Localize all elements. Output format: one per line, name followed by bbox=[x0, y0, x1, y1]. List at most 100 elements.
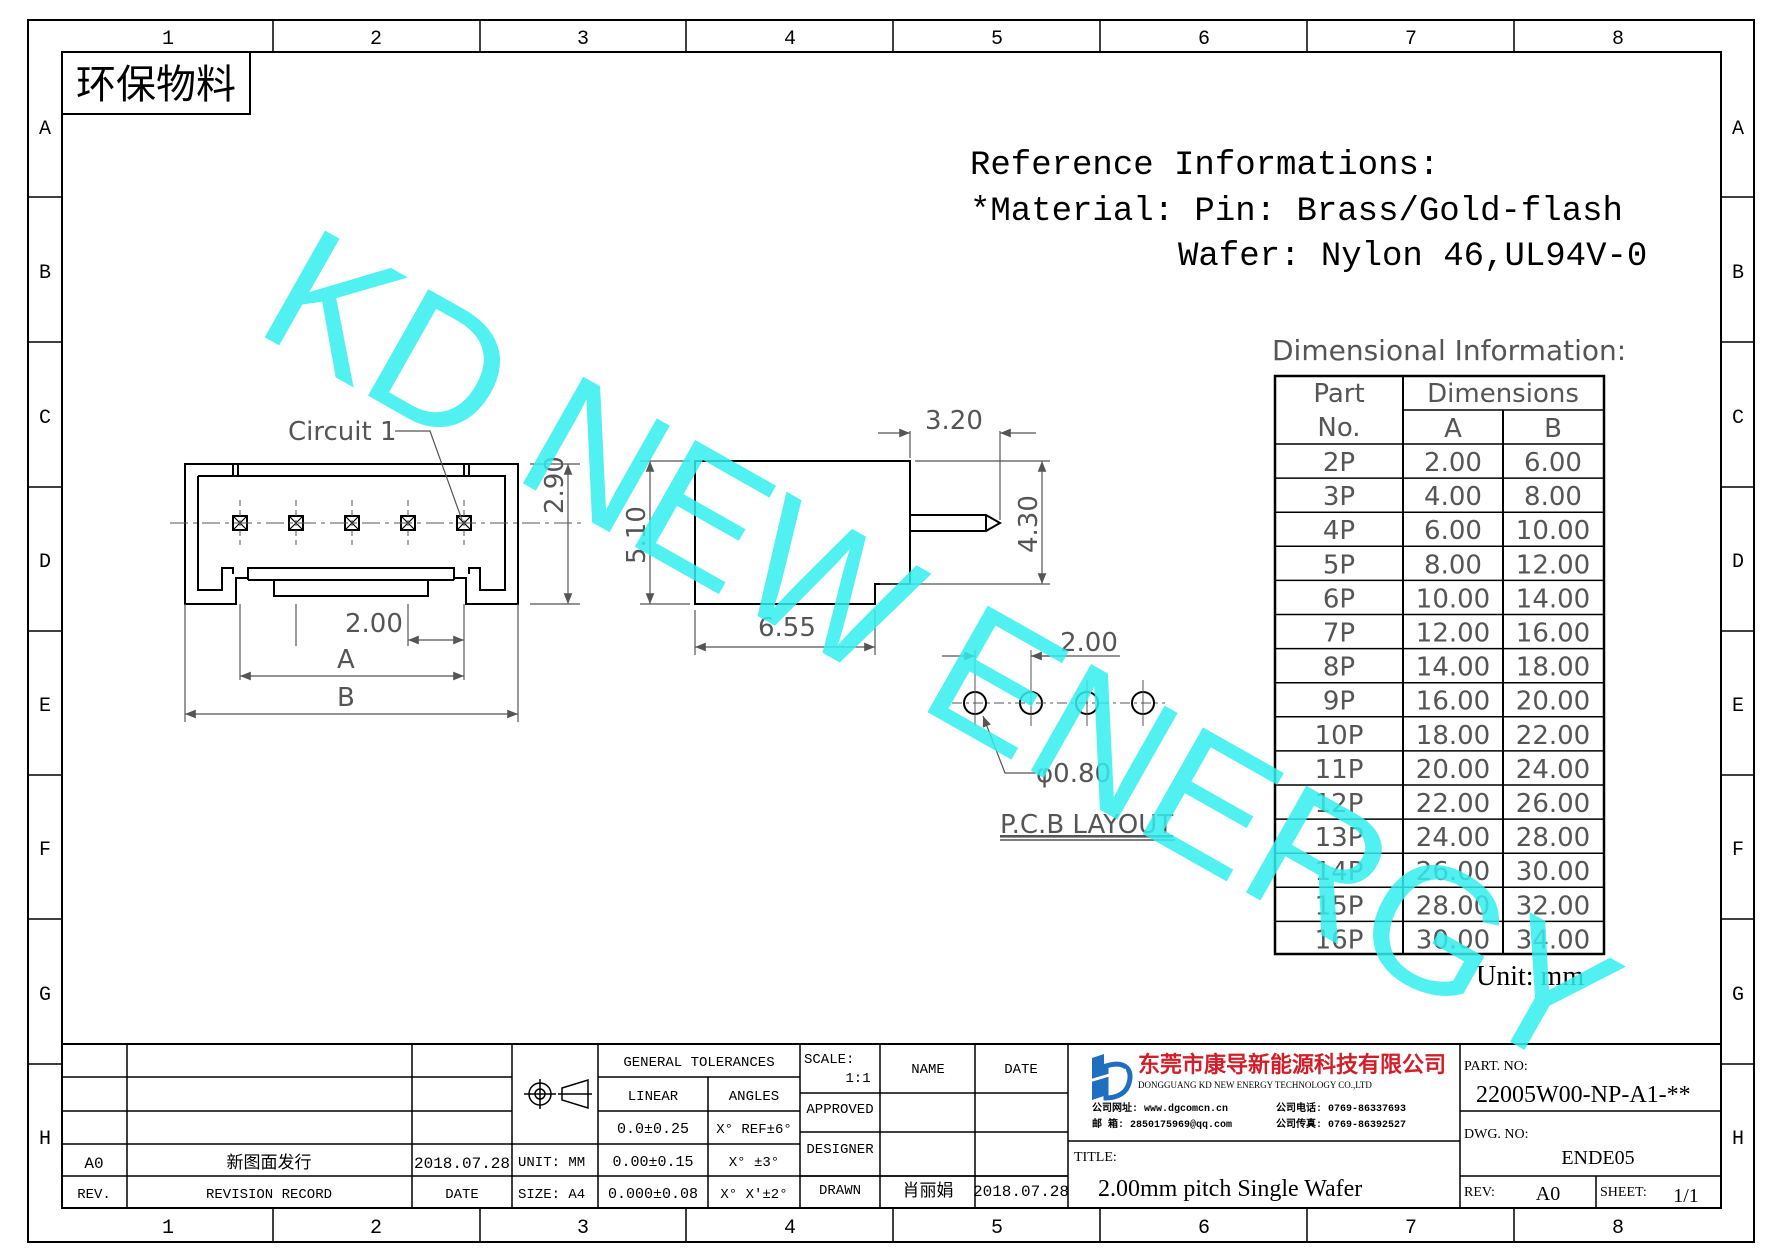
table-cell-b: 28.00 bbox=[1516, 823, 1590, 853]
table-cell-part: 13P bbox=[1315, 823, 1364, 853]
grid-row-label: F bbox=[39, 839, 51, 862]
grid-col-label: 5 bbox=[991, 1217, 1003, 1240]
front-view-bottom-lock bbox=[273, 579, 429, 597]
grid-col-label: 3 bbox=[577, 1217, 589, 1240]
side-view-dimensions bbox=[640, 428, 1050, 655]
tol-linear-3: 0.000±0.08 bbox=[608, 1186, 698, 1203]
scale-value: 1:1 bbox=[845, 1071, 870, 1087]
grid-row-label: B bbox=[39, 262, 51, 285]
scale-label: SCALE: bbox=[804, 1052, 854, 1068]
table-cell-part: 5P bbox=[1323, 550, 1355, 580]
grid-row-label: C bbox=[39, 407, 51, 430]
company-name-en: DONGGUANG KD NEW ENERGY TECHNOLOGY CO.,L… bbox=[1138, 1080, 1372, 1090]
table-cell-b: 26.00 bbox=[1516, 789, 1590, 819]
rev-block-value: A0 bbox=[1536, 1183, 1560, 1205]
revision-record-value: 新图面发行 bbox=[227, 1153, 312, 1174]
table-cell-b: 6.00 bbox=[1524, 448, 1582, 478]
table-cell-part: 9P bbox=[1323, 687, 1355, 717]
grid-col-label: 3 bbox=[577, 28, 589, 51]
revision-date-value: 2018.07.28 bbox=[414, 1155, 510, 1173]
table-cell-a: 4.00 bbox=[1424, 482, 1482, 512]
grid-col-label: 4 bbox=[784, 1217, 796, 1240]
table-cell-part: 14P bbox=[1315, 857, 1364, 887]
grid-col-label: 1 bbox=[162, 1217, 174, 1240]
dim-6-55: 6.55 bbox=[758, 613, 816, 643]
table-cell-b: 8.00 bbox=[1524, 482, 1582, 512]
table-cell-a: 18.00 bbox=[1416, 721, 1490, 751]
drawn-date: 2018.07.28 bbox=[973, 1183, 1069, 1201]
tolerance-linear: LINEAR bbox=[628, 1089, 679, 1105]
revision-date-label: DATE bbox=[445, 1187, 479, 1203]
table-cell-a: 14.00 bbox=[1416, 653, 1490, 683]
grid-row-label: A bbox=[1732, 118, 1744, 141]
grid-col-label: 6 bbox=[1198, 28, 1210, 51]
approved-label: APPROVED bbox=[806, 1102, 873, 1118]
eco-material-text: 环保物料 bbox=[76, 62, 236, 107]
table-cell-b: 22.00 bbox=[1516, 721, 1590, 751]
grid-row-label: G bbox=[39, 984, 51, 1007]
tol-angle-3: X° X'±2° bbox=[720, 1187, 787, 1203]
table-cell-b: 16.00 bbox=[1516, 619, 1590, 649]
rev-block-label: REV: bbox=[1464, 1185, 1495, 1200]
dim-table-title: Dimensional Information: bbox=[1272, 334, 1626, 367]
front-view-top-notch bbox=[232, 463, 239, 477]
table-header-no: No. bbox=[1317, 413, 1360, 443]
table-cell-a: 10.00 bbox=[1416, 584, 1490, 614]
table-cell-a: 6.00 bbox=[1424, 516, 1482, 546]
dim-2-90: 2.90 bbox=[540, 456, 570, 514]
side-view-body bbox=[694, 460, 911, 605]
table-header-a: A bbox=[1444, 414, 1462, 444]
sheet-value: 1/1 bbox=[1673, 1185, 1699, 1207]
table-cell-part: 16P bbox=[1315, 925, 1364, 955]
reference-info: Reference Informations: *Material: Pin: … bbox=[970, 147, 1647, 276]
unit-mm: UNIT: MM bbox=[518, 1155, 585, 1171]
wafer-line: Wafer: Nylon 46,UL94V-0 bbox=[1178, 238, 1647, 276]
side-view-pin bbox=[910, 514, 1003, 532]
table-cell-part: 6P bbox=[1323, 584, 1355, 614]
circuit-label: Circuit 1 bbox=[288, 417, 397, 447]
table-cell-part: 7P bbox=[1323, 619, 1355, 649]
drawn-label: DRAWN bbox=[819, 1183, 861, 1199]
table-cell-part: 12P bbox=[1315, 789, 1364, 819]
grid-col-label: 7 bbox=[1405, 1217, 1417, 1240]
table-cell-b: 18.00 bbox=[1516, 653, 1590, 683]
unit-label: Unit: mm bbox=[1476, 961, 1584, 992]
dwg-no-value: ENDE05 bbox=[1561, 1147, 1634, 1169]
grid-row-label: A bbox=[39, 118, 51, 141]
table-cell-a: 30.00 bbox=[1416, 925, 1490, 955]
grid-row-label: F bbox=[1732, 839, 1744, 862]
date-column-label: DATE bbox=[1004, 1062, 1038, 1078]
material-line: *Material: Pin: Brass/Gold-flash bbox=[970, 193, 1623, 231]
title-block bbox=[61, 1043, 1722, 1209]
front-view-top-notch bbox=[463, 463, 470, 477]
company-tel: 公司电话: 0769-86337693 bbox=[1276, 1101, 1406, 1115]
table-cell-part: 3P bbox=[1323, 482, 1355, 512]
table-cell-a: 28.00 bbox=[1416, 891, 1490, 921]
company-website: 公司网址: www.dgcomcn.cn bbox=[1092, 1101, 1228, 1115]
pcb-layout-title: P.C.B LAYOUT bbox=[1000, 810, 1173, 840]
general-tolerances: GENERAL TOLERANCES bbox=[623, 1055, 774, 1071]
table-cell-a: 24.00 bbox=[1416, 823, 1490, 853]
dim-b-label: B bbox=[337, 683, 355, 713]
table-header-dimensions: Dimensions bbox=[1427, 379, 1579, 409]
table-cell-b: 14.00 bbox=[1516, 584, 1590, 614]
table-cell-b: 20.00 bbox=[1516, 687, 1590, 717]
table-cell-a: 22.00 bbox=[1416, 789, 1490, 819]
sheet-frame: 1 2 3 4 5 6 7 8 1 2 3 4 5 6 7 8 A B C D … bbox=[27, 19, 1755, 1243]
grid-row-label: B bbox=[1732, 262, 1744, 285]
grid-row-label: H bbox=[1732, 1128, 1744, 1151]
table-cell-part: 11P bbox=[1315, 755, 1364, 785]
table-cell-b: 32.00 bbox=[1516, 891, 1590, 921]
grid-col-label: 5 bbox=[991, 28, 1003, 51]
drawn-name: 肖丽娟 bbox=[903, 1181, 954, 1202]
dim-pitch-front: 2.00 bbox=[345, 609, 403, 639]
rev-label: REV. bbox=[77, 1187, 111, 1203]
grid-row-label: G bbox=[1732, 984, 1744, 1007]
title-label: TITLE: bbox=[1074, 1150, 1117, 1165]
rev-value: A0 bbox=[84, 1155, 103, 1173]
front-view-dimensions bbox=[184, 430, 580, 722]
grid-col-label: 7 bbox=[1405, 28, 1417, 51]
table-header-part: Part bbox=[1313, 379, 1364, 409]
company-email: 邮 箱: 2850175969@qq.com bbox=[1092, 1117, 1232, 1131]
dim-4-30: 4.30 bbox=[1014, 495, 1044, 553]
